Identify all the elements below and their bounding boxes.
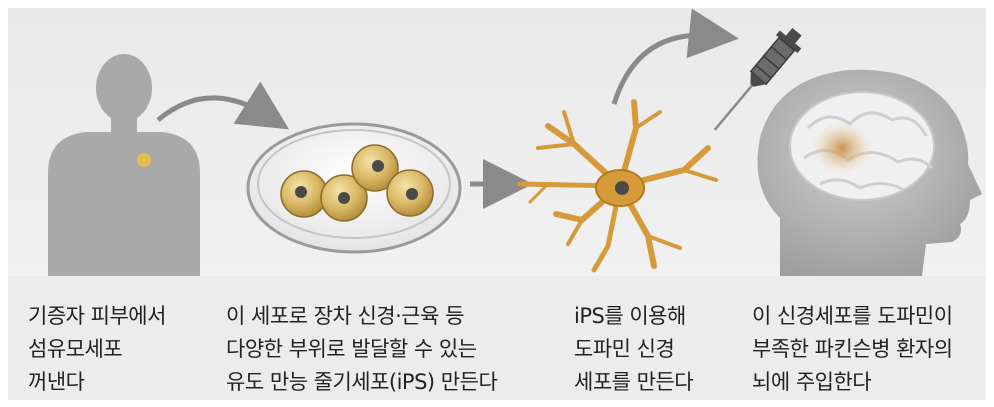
injection-site xyxy=(812,122,872,174)
brain xyxy=(790,92,934,200)
caption-line: 유도 만능 줄기세포(iPS) 만든다 xyxy=(226,366,497,399)
step-4-caption: 이 신경세포를 도파민이 부족한 파킨슨병 환자의 뇌에 주입한다 xyxy=(752,300,953,399)
caption-line: 부족한 파킨슨병 환자의 xyxy=(752,333,953,366)
diagram-frame: 기증자 피부에서 섬유모세포 꺼낸다 이 세포로 장차 신경·근육 등 다양한 … xyxy=(8,8,986,400)
neuron-nucleus xyxy=(615,181,629,195)
caption-line: 뇌에 주입한다 xyxy=(752,366,953,399)
caption-line: 기증자 피부에서 xyxy=(28,300,166,333)
caption-line: 섬유모세포 xyxy=(28,333,166,366)
donor-silhouette xyxy=(48,54,200,276)
caption-line: 이 세포로 장차 신경·근육 등 xyxy=(226,300,497,333)
caption-line: 세포를 만든다 xyxy=(574,366,693,399)
step-3-caption: iPS를 이용해 도파민 신경 세포를 만든다 xyxy=(574,300,693,399)
caption-line: 꺼낸다 xyxy=(28,366,166,399)
caption-line: iPS를 이용해 xyxy=(574,300,693,333)
step-1-caption: 기증자 피부에서 섬유모세포 꺼낸다 xyxy=(28,300,166,399)
caption-line: 이 신경세포를 도파민이 xyxy=(752,300,953,333)
caption-line: 다양한 부위로 발달할 수 있는 xyxy=(226,333,497,366)
step-2-caption: 이 세포로 장차 신경·근육 등 다양한 부위로 발달할 수 있는 유도 만능 … xyxy=(226,300,497,399)
illustration xyxy=(8,8,986,278)
caption-line: 도파민 신경 xyxy=(574,333,693,366)
curved-arrow-1 xyxy=(158,98,268,120)
curved-arrow-2 xyxy=(614,35,714,104)
skin-sample-dot xyxy=(137,153,151,167)
